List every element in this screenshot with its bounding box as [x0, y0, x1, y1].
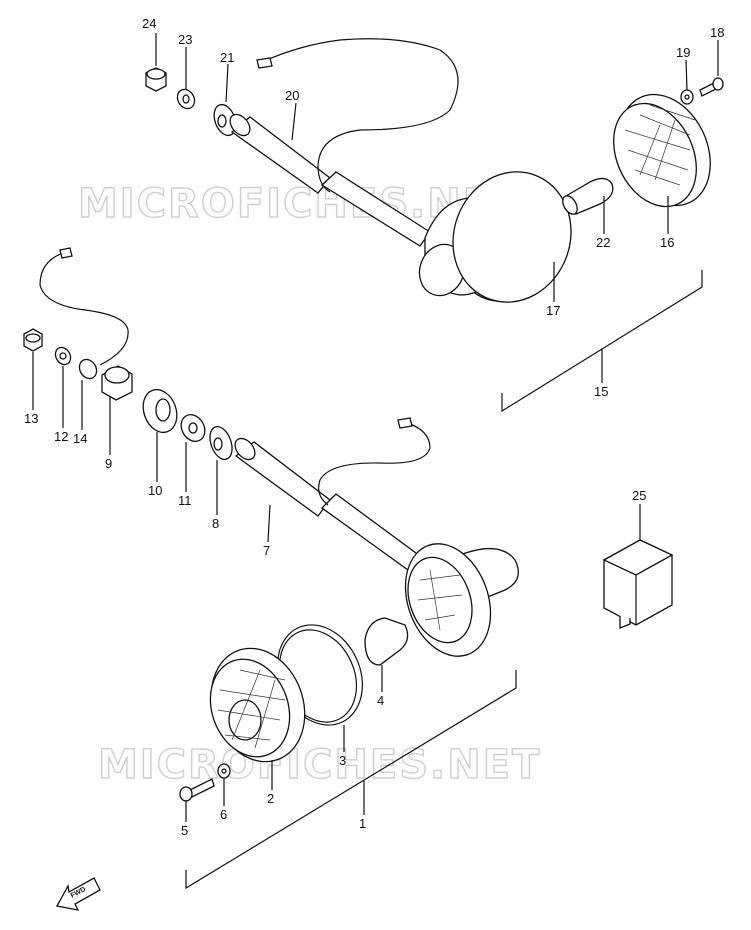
washer-8 [209, 426, 233, 460]
wire-terminal-14 [59, 247, 73, 259]
screw-18 [699, 77, 724, 97]
relay-25 [602, 539, 674, 629]
washer-6 [217, 763, 231, 779]
callout-8: 8 [212, 516, 219, 531]
callout-22: 22 [596, 235, 610, 250]
callout-14: 14 [73, 431, 87, 446]
housing-front [404, 543, 519, 657]
callout-18: 18 [710, 25, 724, 40]
callout-13: 13 [24, 411, 38, 426]
washer-19 [680, 89, 694, 105]
callout-24: 24 [142, 16, 156, 31]
callout-3: 3 [339, 753, 346, 768]
nut-24 [145, 67, 167, 92]
screw-5 [179, 778, 215, 802]
callout-10: 10 [148, 483, 162, 498]
callout-20: 20 [285, 88, 299, 103]
washer-11 [180, 414, 206, 442]
grommet-10 [142, 388, 178, 434]
stem-20 [229, 38, 459, 247]
callout-1: 1 [359, 816, 366, 831]
housing-17 [418, 171, 572, 303]
lens-2 [209, 647, 306, 763]
stem-7 [234, 417, 431, 571]
watermark-bottom: MICROFICHES.NET [98, 742, 541, 788]
bulb-22 [562, 177, 614, 215]
callout-4: 4 [377, 693, 384, 708]
callout-21: 21 [220, 50, 234, 65]
bulb-4 [364, 617, 409, 666]
callout-16: 16 [660, 235, 674, 250]
leader-lines [32, 33, 719, 890]
callout-17: 17 [546, 303, 560, 318]
lens-16 [613, 93, 711, 208]
wire-14 [39, 251, 129, 366]
callout-12: 12 [54, 429, 68, 444]
callout-19: 19 [676, 45, 690, 60]
callout-labels: 24 23 21 20 18 19 22 16 17 15 13 12 14 9… [24, 16, 724, 838]
socket-9 [101, 365, 133, 401]
callout-2: 2 [267, 791, 274, 806]
callout-6: 6 [220, 807, 227, 822]
washer-12 [54, 346, 72, 366]
callout-15: 15 [594, 384, 608, 399]
terminal-14 [78, 358, 98, 380]
callout-7: 7 [263, 543, 270, 558]
nut-13 [23, 328, 43, 352]
callout-25: 25 [632, 488, 646, 503]
callout-11: 11 [178, 493, 192, 508]
callout-5: 5 [181, 823, 188, 838]
washer-21 [213, 103, 237, 137]
fwd-arrow: FWD [55, 877, 101, 911]
callout-9: 9 [105, 456, 112, 471]
callout-23: 23 [178, 32, 192, 47]
washer-23 [176, 88, 196, 110]
